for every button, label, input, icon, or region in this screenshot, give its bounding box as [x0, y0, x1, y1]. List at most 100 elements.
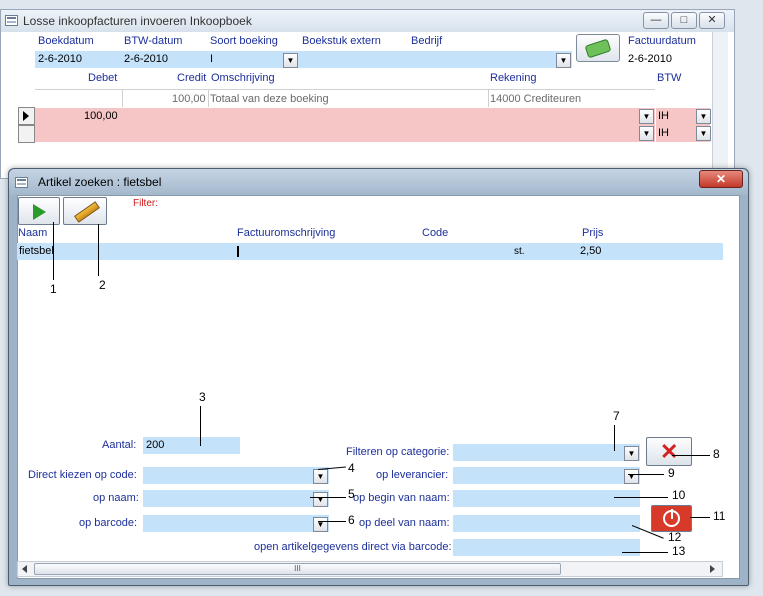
callout-8: 8 — [713, 447, 720, 461]
maximize-button[interactable]: □ — [671, 12, 697, 29]
op-deel-field[interactable] — [453, 515, 640, 532]
result-unit: st. — [514, 246, 525, 257]
op-naam-label: op naam: — [93, 492, 139, 504]
callout-5: 5 — [348, 487, 355, 501]
callout-1: 1 — [50, 282, 57, 296]
dialog-close-button[interactable]: ✕ — [699, 170, 743, 188]
edit-button[interactable] — [63, 197, 107, 225]
record-selector-2[interactable] — [18, 125, 35, 143]
op-leverancier-field[interactable] — [453, 467, 640, 484]
red-x-icon: ✕ — [660, 439, 679, 464]
dialog-titlebar[interactable]: Artikel zoeken : fietsbel ✕ — [9, 169, 748, 195]
callout-line-10 — [614, 497, 668, 498]
direct-code-field[interactable] — [143, 467, 329, 484]
back-scrollbar[interactable] — [712, 32, 728, 172]
filter-categorie-label: Filteren op categorie: — [346, 446, 450, 458]
money-button[interactable] — [576, 34, 620, 62]
table-row[interactable]: fietsbel st. 2,50 — [17, 243, 723, 260]
callout-line-3 — [200, 406, 201, 446]
col-factuuromschrijving: Factuuromschrijving — [237, 227, 336, 239]
op-naam-field[interactable] — [143, 490, 329, 507]
total-divider-rek — [488, 89, 489, 107]
scroll-grip: III — [294, 564, 301, 573]
callout-11: 11 — [713, 509, 726, 523]
grid-header-rekening: Rekening — [490, 72, 537, 84]
scroll-thumb[interactable]: III — [34, 563, 561, 575]
cancel-button[interactable]: ✕ — [646, 437, 692, 466]
op-barcode-dropdown[interactable]: ▼ — [313, 517, 328, 532]
total-credit: 100,00 — [172, 93, 206, 105]
callout-line-8 — [672, 455, 710, 456]
soort-boeking-field[interactable]: I — [207, 51, 299, 68]
scroll-right-icon[interactable] — [710, 565, 715, 573]
total-rekening: 14000 Crediteuren — [490, 93, 582, 105]
soort-boeking-dropdown[interactable]: ▼ — [283, 53, 298, 68]
row-1-btw-dropdown[interactable]: ▼ — [696, 109, 711, 124]
callout-line-2 — [98, 224, 99, 276]
table-row[interactable] — [35, 125, 655, 142]
open-barcode-field[interactable] — [453, 539, 640, 556]
current-record-arrow-icon — [23, 111, 29, 121]
op-naam-dropdown[interactable]: ▼ — [313, 492, 328, 507]
bedrijf-dropdown[interactable]: ▼ — [556, 53, 571, 68]
row-1-btw[interactable]: IH — [658, 110, 669, 122]
row-1-debet[interactable]: 100,00 — [84, 110, 118, 122]
open-barcode-label: open artikelgegevens direct via barcode: — [254, 541, 452, 553]
row-2-btw[interactable]: IH — [658, 127, 669, 139]
row-2-rekening-dropdown[interactable]: ▼ — [639, 126, 654, 141]
btw-datum-field[interactable]: 2-6-2010 — [121, 51, 207, 68]
op-leverancier-dropdown[interactable]: ▼ — [624, 469, 639, 484]
minimize-button[interactable]: — — [643, 12, 669, 29]
callout-2: 2 — [99, 278, 106, 292]
op-deel-label: op deel van naam: — [359, 517, 450, 529]
pencil-icon — [74, 201, 100, 223]
table-row[interactable]: 100,00 — [35, 108, 655, 125]
callout-12: 12 — [668, 530, 682, 544]
filter-categorie-field[interactable] — [453, 444, 640, 461]
bedrijf-field[interactable] — [407, 51, 572, 68]
play-button[interactable] — [18, 197, 60, 225]
col-prijs: Prijs — [582, 227, 604, 239]
total-divider-left — [122, 89, 123, 107]
invoice-window-title: Losse inkoopfacturen invoeren Inkoopboek — [23, 14, 252, 28]
row-1-rekening-dropdown[interactable]: ▼ — [639, 109, 654, 124]
filter-categorie-dropdown[interactable]: ▼ — [624, 446, 639, 461]
grid-header-debet: Debet — [88, 72, 118, 84]
grid-header-credit: Credit — [177, 72, 207, 84]
callout-line-1 — [53, 222, 54, 280]
callout-9: 9 — [668, 466, 675, 480]
money-icon — [584, 38, 612, 59]
callout-line-9 — [628, 474, 664, 475]
header-boekdatum: Boekdatum — [38, 35, 94, 47]
aantal-field[interactable]: 200 — [143, 437, 240, 454]
factuurdatum-field[interactable]: 2-6-2010 — [625, 51, 710, 68]
total-divider-right — [208, 89, 209, 107]
result-prijs: 2,50 — [580, 245, 602, 257]
scroll-left-icon[interactable] — [22, 565, 27, 573]
callout-line-6 — [318, 521, 346, 522]
close-button[interactable]: ✕ — [699, 12, 725, 29]
header-btw-datum: BTW-datum — [124, 35, 183, 47]
col-naam: Naam — [18, 227, 48, 239]
direct-code-dropdown[interactable]: ▼ — [313, 469, 328, 484]
total-row: 100,00 Totaal van deze boeking 14000 Cre… — [35, 89, 655, 107]
dialog-hscrollbar[interactable]: III — [17, 561, 723, 577]
power-button[interactable] — [651, 505, 692, 532]
boekdatum-field[interactable]: 2-6-2010 — [35, 51, 121, 68]
text-cursor — [237, 246, 239, 257]
record-selector-1[interactable] — [18, 107, 35, 125]
direct-code-label: Direct kiezen op code: — [28, 469, 137, 481]
callout-10: 10 — [672, 488, 686, 502]
row-2-btw-dropdown[interactable]: ▼ — [696, 126, 711, 141]
result-naam[interactable]: fietsbel — [19, 245, 54, 257]
op-begin-field[interactable] — [453, 490, 640, 507]
op-barcode-field[interactable] — [143, 515, 329, 532]
grid-header-btw: BTW — [657, 72, 682, 84]
boekstuk-extern-field[interactable] — [299, 51, 407, 68]
callout-line-7 — [614, 425, 615, 451]
callout-6: 6 — [348, 513, 355, 527]
aantal-label: Aantal: — [102, 439, 137, 451]
callout-3: 3 — [199, 390, 206, 404]
invoice-window-titlebar[interactable]: Losse inkoopfacturen invoeren Inkoopboek… — [1, 10, 734, 32]
callout-line-11 — [690, 517, 710, 518]
